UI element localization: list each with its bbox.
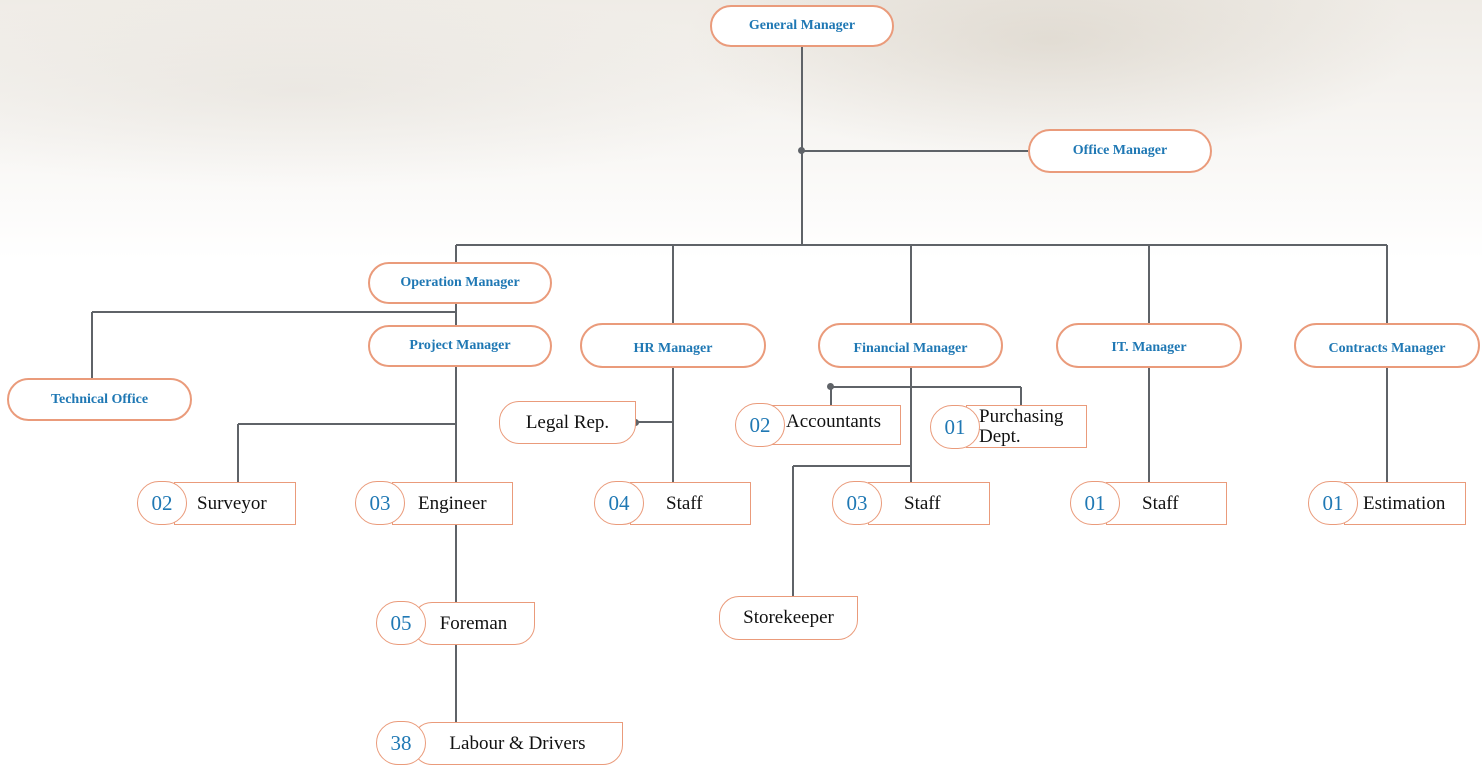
financial-staff-label: Staff: [904, 492, 941, 514]
it-staff-box: Staff: [1106, 482, 1227, 525]
accountants-label: Accountants: [786, 411, 881, 432]
engineer-count: 03: [369, 490, 391, 515]
accountants-box: Accountants: [771, 405, 901, 445]
engineer-box: Engineer: [392, 482, 513, 525]
purchasing-dept-label-line2: Dept.: [979, 425, 1021, 447]
technical-office-node: Technical Office: [7, 378, 192, 421]
hr-staff-box: Staff: [630, 482, 751, 525]
contracts-manager-node: Contracts Manager: [1294, 323, 1480, 368]
labour-drivers-count-badge: 38: [376, 721, 426, 765]
purchasing-dept-label-line1: Purchasing: [979, 405, 1064, 427]
estimation-label: Estimation: [1363, 492, 1446, 514]
it-staff-label: Staff: [1142, 492, 1179, 514]
operation-manager-node: Operation Manager: [368, 262, 552, 304]
foreman-count: 05: [390, 610, 412, 635]
storekeeper-label: Storekeeper: [743, 607, 834, 628]
storekeeper-box: Storekeeper: [719, 596, 858, 640]
it-staff-count-badge: 01: [1070, 481, 1120, 525]
financial-staff-count: 03: [846, 490, 868, 515]
financial-staff-box: Staff: [868, 482, 990, 525]
accountants-count: 02: [749, 412, 771, 437]
estimation-count-badge: 01: [1308, 481, 1358, 525]
estimation-count: 01: [1322, 490, 1344, 515]
junction-dot: [827, 383, 834, 390]
hr-staff-count: 04: [608, 490, 630, 515]
foreman-label: Foreman: [439, 612, 508, 634]
engineer-label: Engineer: [418, 492, 487, 514]
accountants-count-badge: 02: [735, 403, 785, 447]
labour-drivers-box: Labour & Drivers: [412, 722, 623, 765]
it-staff-count: 01: [1084, 490, 1106, 515]
purchasing-dept-box: Purchasing Dept.: [966, 405, 1087, 448]
surveyor-label: Surveyor: [197, 492, 267, 514]
foreman-count-badge: 05: [376, 601, 426, 645]
surveyor-count: 02: [151, 490, 173, 515]
hr-staff-count-badge: 04: [594, 481, 644, 525]
hr-staff-label: Staff: [666, 492, 703, 514]
engineer-count-badge: 03: [355, 481, 405, 525]
financial-manager-node: Financial Manager: [818, 323, 1003, 368]
estimation-box: Estimation: [1344, 482, 1466, 525]
it-manager-node: IT. Manager: [1056, 323, 1242, 368]
labour-drivers-label: Labour & Drivers: [449, 732, 586, 754]
purchasing-dept-count: 01: [944, 414, 966, 439]
financial-staff-count-badge: 03: [832, 481, 882, 525]
foreman-box: Foreman: [412, 602, 535, 645]
office-manager-node: Office Manager: [1028, 129, 1212, 173]
purchasing-dept-count-badge: 01: [930, 405, 980, 449]
project-manager-node: Project Manager: [368, 325, 552, 367]
surveyor-count-badge: 02: [137, 481, 187, 525]
hr-manager-node: HR Manager: [580, 323, 766, 368]
legal-rep-label: Legal Rep.: [525, 411, 610, 433]
surveyor-box: Surveyor: [174, 482, 296, 525]
labour-drivers-count: 38: [390, 730, 412, 755]
legal-rep-box: Legal Rep.: [499, 401, 636, 444]
junction-dot: [798, 147, 805, 154]
general-manager-node: General Manager: [710, 5, 894, 47]
